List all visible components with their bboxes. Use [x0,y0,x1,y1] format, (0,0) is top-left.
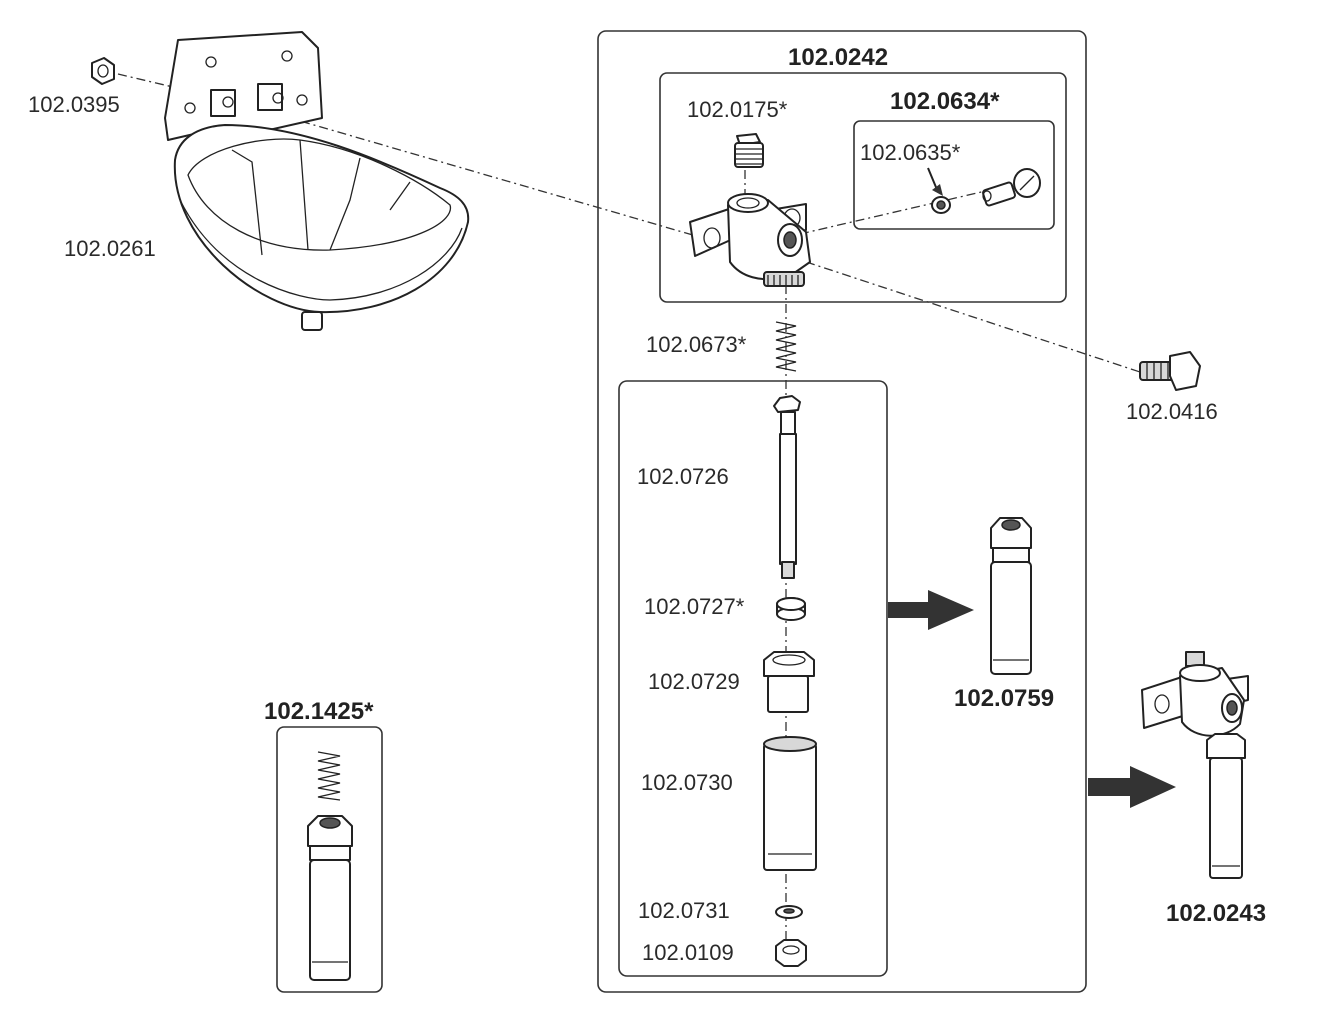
valve-body-icon [689,193,811,287]
assembly-102-0243-icon [1141,651,1249,879]
label-102-0673: 102.0673* [646,332,747,357]
leader-screw [799,189,991,235]
bowl-102-0261-icon [164,31,470,331]
label-102-0635: 102.0635* [860,140,961,165]
label-102-0242: 102.0242 [788,44,888,71]
label-102-0729: 102.0729 [648,669,740,694]
leader-valve-bolt [769,249,1141,373]
spring-102-0673-icon [775,321,797,372]
ring-102-0727-icon [776,597,806,621]
frame-inner-parts [618,380,888,977]
frame-102-1425 [276,726,383,993]
cap-102-0175-icon [734,133,764,168]
arrow-to-102-0759 [888,590,974,630]
screw-102-0634-icon [982,168,1041,207]
leader-bowl-valve [227,99,711,241]
label-102-0731: 102.0731 [638,898,730,923]
assembly-102-1425-icon [307,815,353,981]
nut-102-0109-icon [775,939,807,967]
fitting-102-0729-icon [763,651,815,713]
frame-102-0242 [597,30,1087,993]
oring-102-0635-icon [931,196,951,214]
label-102-0261: 102.0261 [64,236,156,261]
pointer-head-102-0635 [932,184,943,196]
label-102-0726: 102.0726 [637,464,729,489]
arrow-to-102-0243 [1088,766,1176,808]
label-102-0175: 102.0175* [687,97,788,122]
label-102-0759: 102.0759 [954,685,1054,712]
tube-102-0730-icon [763,736,817,871]
spring-102-1425-icon [317,751,341,801]
label-102-0634: 102.0634* [890,88,1000,115]
label-102-0416: 102.0416 [1126,399,1218,424]
label-102-0109: 102.0109 [642,940,734,965]
nut-102-0395-icon [91,57,115,85]
label-102-0243: 102.0243 [1166,900,1266,927]
bolt-102-0416-icon [1139,351,1201,391]
label-102-0730: 102.0730 [641,770,733,795]
assembly-102-0759-icon [990,517,1032,675]
frame-valve-body [659,72,1067,303]
label-102-1425: 102.1425* [264,698,374,725]
label-102-0395: 102.0395 [28,92,120,117]
frame-102-0634 [853,120,1055,230]
label-102-0727: 102.0727* [644,594,745,619]
pin-102-0726-icon [773,395,801,579]
washer-102-0731-icon [775,905,803,919]
